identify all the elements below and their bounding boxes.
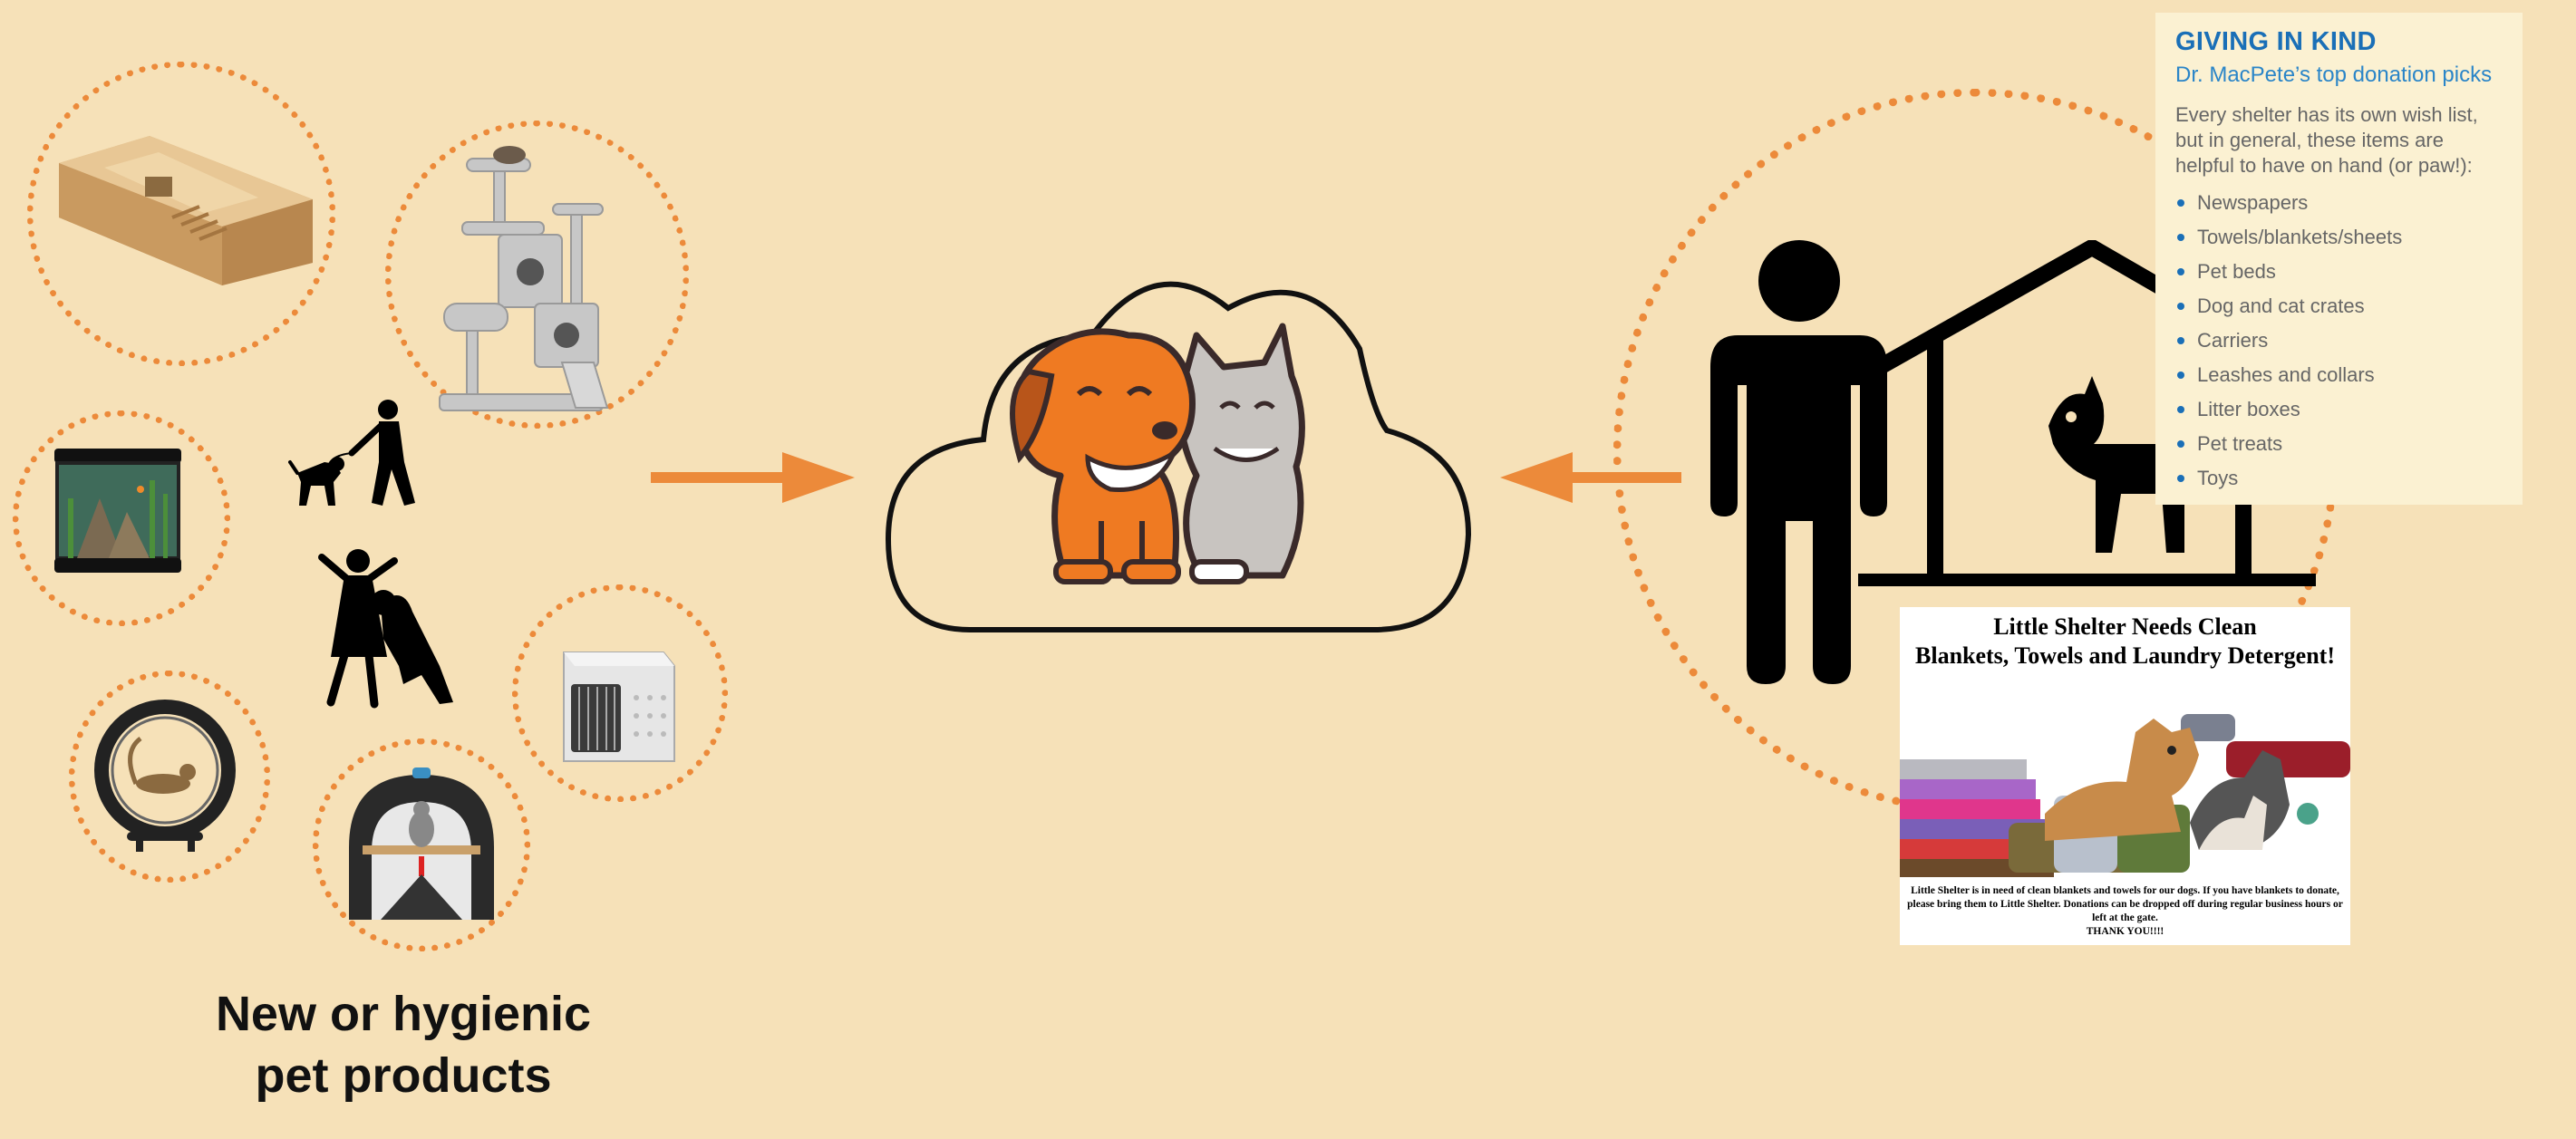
cat-tree-image bbox=[435, 140, 616, 417]
caption-line-1: New or hygienic bbox=[215, 987, 592, 1041]
dog-playing-with-child-icon bbox=[304, 548, 458, 711]
list-item: Pet treats bbox=[2175, 427, 2503, 461]
list-item: Litter boxes bbox=[2175, 392, 2503, 427]
aquarium-image bbox=[50, 444, 186, 580]
giving-title: GIVING IN KIND bbox=[2175, 27, 2377, 56]
poster-body-text: Little Shelter is in need of clean blank… bbox=[1907, 885, 2343, 923]
poster-thanks: THANK YOU!!!! bbox=[2086, 926, 2164, 937]
cat-exercise-wheel-image bbox=[86, 698, 245, 856]
giving-in-kind-panel: GIVING IN KIND Dr. MacPete’s top donatio… bbox=[2155, 13, 2523, 505]
wooden-litter-box-image bbox=[50, 127, 322, 290]
poster-headline-1: Little Shelter Needs Clean bbox=[1993, 613, 2257, 640]
list-item: Carriers bbox=[2175, 323, 2503, 358]
list-item: Newspapers bbox=[2175, 186, 2503, 220]
giving-subtitle: Dr. MacPete’s top donation picks bbox=[2175, 63, 2493, 87]
product-ring-cat-wheel bbox=[69, 671, 270, 883]
list-item: Leashes and collars bbox=[2175, 358, 2503, 392]
poster-body: Little Shelter is in need of clean blank… bbox=[1907, 884, 2343, 939]
list-item: Towels/blankets/sheets bbox=[2175, 220, 2503, 255]
person-icon bbox=[1706, 240, 1892, 684]
product-ring-wooden-box bbox=[27, 62, 335, 366]
arrow-right-icon bbox=[651, 450, 855, 507]
dogs-with-blankets-photo bbox=[1900, 714, 2350, 877]
giving-intro: Every shelter has its own wish list, but… bbox=[2175, 103, 2478, 177]
arrow-left-icon bbox=[1500, 450, 1681, 507]
poster-headline-2: Blankets, Towels and Laundry Detergent! bbox=[1915, 642, 2335, 669]
caption: New or hygienic pet products bbox=[159, 983, 648, 1106]
little-shelter-poster: Little Shelter Needs Clean Blankets, Tow… bbox=[1900, 607, 2350, 945]
list-item: Dog and cat crates bbox=[2175, 289, 2503, 323]
dog-walker-icon bbox=[288, 399, 433, 516]
pet-tent-image bbox=[335, 766, 508, 929]
list-item: Toys bbox=[2175, 461, 2503, 496]
donation-list: Newspapers Towels/blankets/sheets Pet be… bbox=[2175, 186, 2503, 496]
list-item: Pet beds bbox=[2175, 255, 2503, 289]
pet-crate-image bbox=[555, 634, 682, 770]
product-ring-bird-cage bbox=[313, 738, 530, 951]
product-ring-cat-tree bbox=[385, 121, 689, 429]
product-ring-pet-crate bbox=[512, 584, 728, 802]
product-ring-aquarium bbox=[13, 410, 230, 626]
dog-and-cat-in-cloud-icon bbox=[884, 249, 1473, 634]
caption-line-2: pet products bbox=[255, 1048, 552, 1103]
